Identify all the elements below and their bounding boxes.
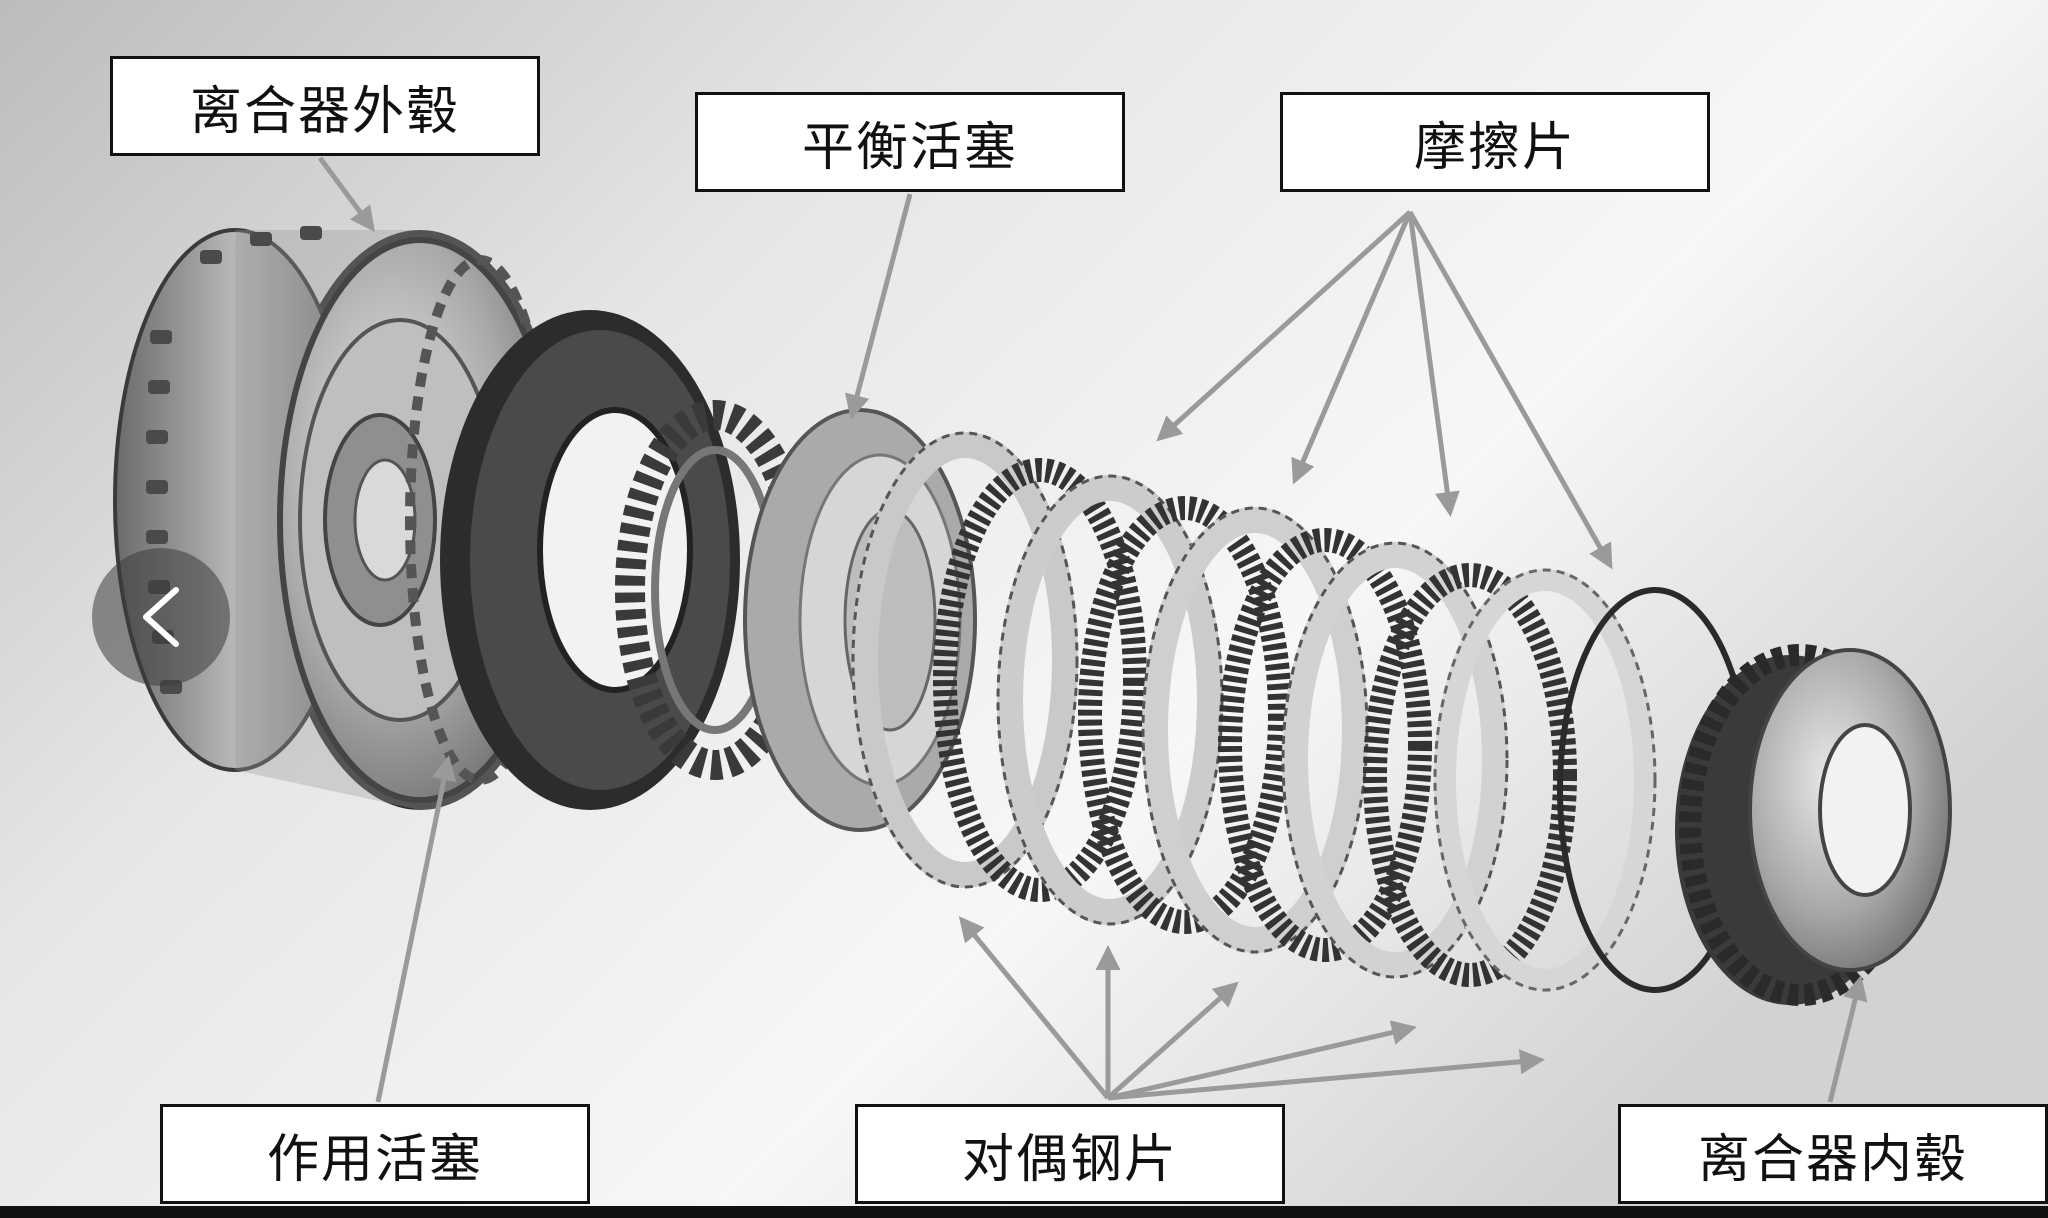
- label-steel-plates: 对偶钢片: [855, 1104, 1285, 1204]
- label-inner-hub: 离合器内毂: [1618, 1104, 2048, 1204]
- label-apply-piston: 作用活塞: [160, 1104, 590, 1204]
- previous-image-button[interactable]: [92, 548, 230, 686]
- label-balance-piston: 平衡活塞: [695, 92, 1125, 192]
- apply-piston-part: [440, 310, 740, 810]
- plate-stack: [851, 431, 1753, 993]
- label-friction-plates: 摩擦片: [1280, 92, 1710, 192]
- inner-hub-part: [1675, 644, 1952, 1006]
- chevron-left-icon: [143, 587, 179, 647]
- label-outer-hub: 离合器外毂: [110, 56, 540, 156]
- bottom-frame-bar: [0, 1206, 2048, 1218]
- leader-arrows: [317, 156, 1868, 1103]
